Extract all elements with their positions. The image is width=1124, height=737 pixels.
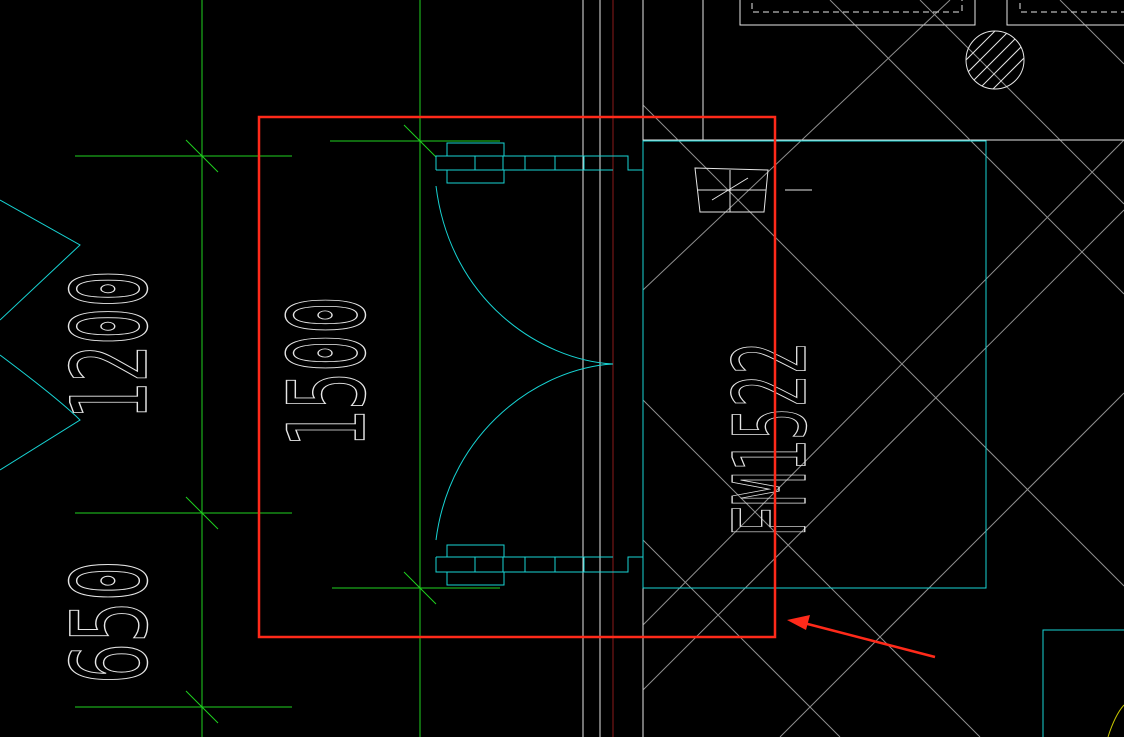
column-circle-icon	[965, 30, 1025, 90]
cyan-outlines	[0, 140, 1124, 737]
door-leaf-icon	[435, 142, 643, 586]
fire-door-symbol-icon	[694, 167, 769, 213]
door-tag-text: FM1522	[712, 342, 829, 538]
dimension-text-lower: 650	[49, 560, 171, 684]
floor-hatch	[642, 0, 1124, 737]
axis-lines	[75, 0, 500, 737]
dimension-text-upper: 1200	[49, 270, 171, 420]
yellow-arc	[1107, 704, 1124, 737]
annotation-arrow-icon	[787, 615, 936, 659]
selection-highlight-box	[257, 115, 777, 639]
dimension-text-middle: 1500	[266, 296, 389, 448]
